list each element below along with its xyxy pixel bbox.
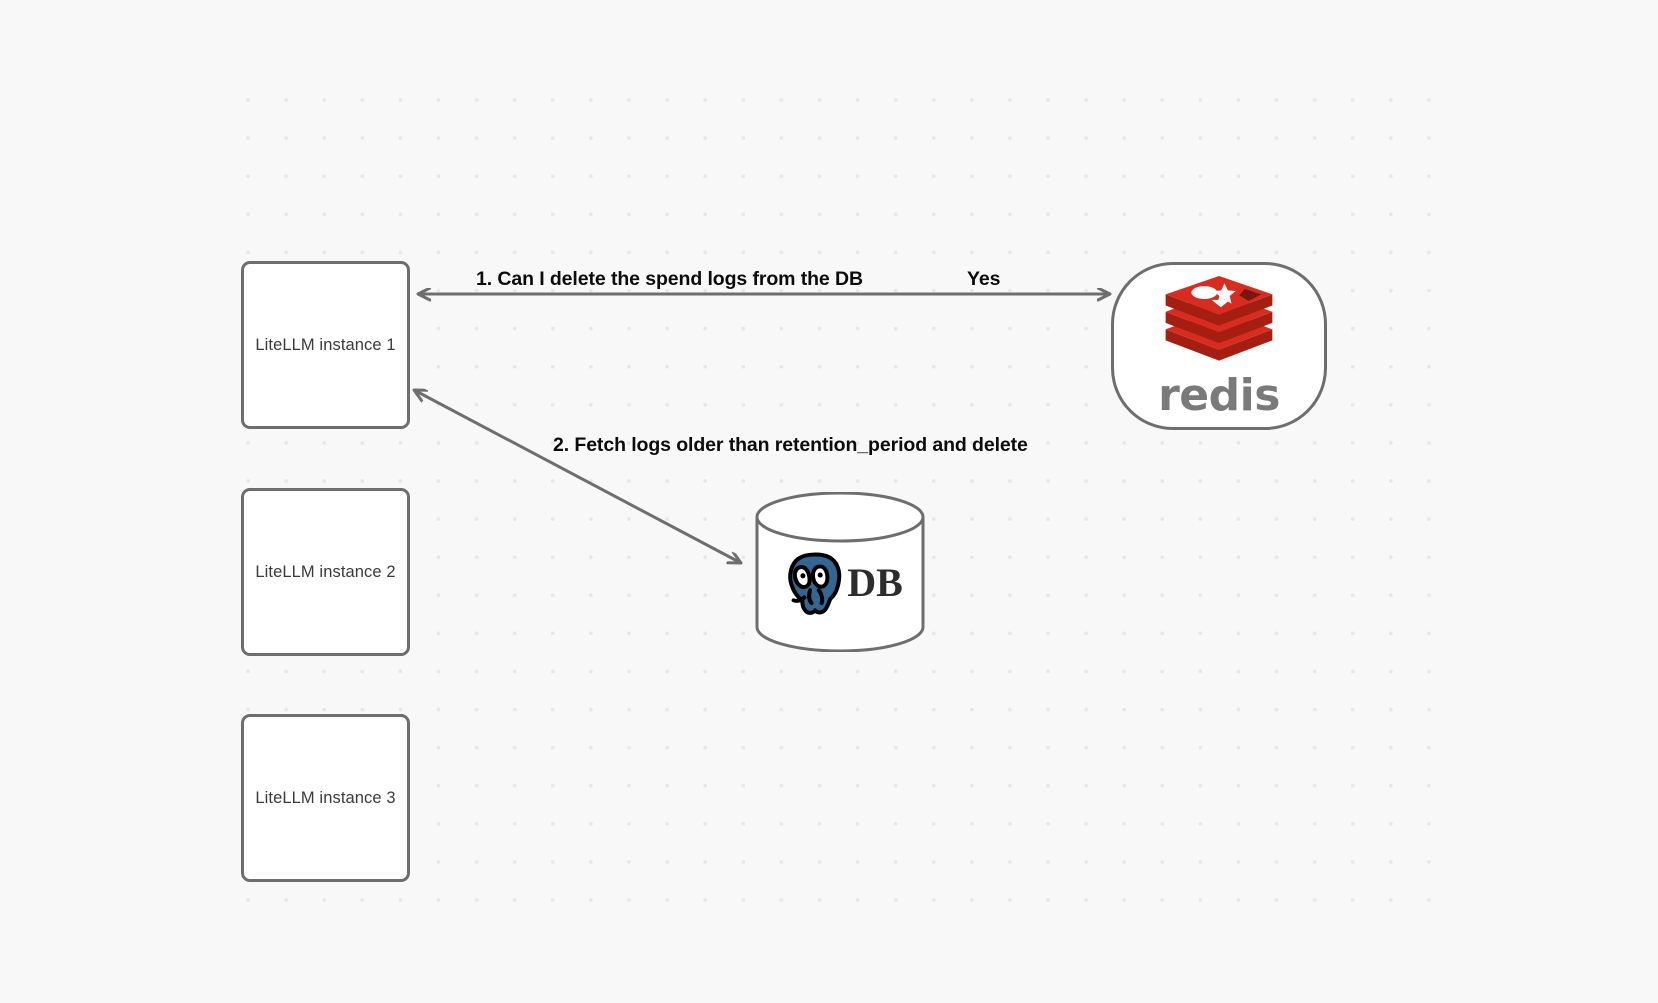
node-label: LiteLLM instance 1: [255, 335, 396, 354]
db-label: DB: [847, 560, 903, 605]
node-label: LiteLLM instance 2: [255, 562, 396, 581]
node-label: LiteLLM instance 3: [255, 788, 396, 807]
edge-label-fetch-delete: 2. Fetch logs older than retention_perio…: [553, 434, 1028, 456]
edge-label-response: Yes: [967, 268, 1001, 290]
node-litellm-instance-3[interactable]: LiteLLM instance 3: [241, 714, 410, 882]
redis-wordmark: redis: [1158, 370, 1280, 421]
node-redis[interactable]: redis: [1111, 262, 1327, 430]
edge-label-request: 1. Can I delete the spend logs from the …: [476, 268, 863, 290]
redis-logo-icon: [1165, 276, 1273, 361]
node-database[interactable]: DB: [754, 492, 926, 652]
node-litellm-instance-2[interactable]: LiteLLM instance 2: [241, 488, 410, 656]
postgresql-elephant-icon: [788, 552, 842, 615]
node-litellm-instance-1[interactable]: LiteLLM instance 1: [241, 261, 410, 429]
edge-llm1-db: [414, 390, 741, 563]
